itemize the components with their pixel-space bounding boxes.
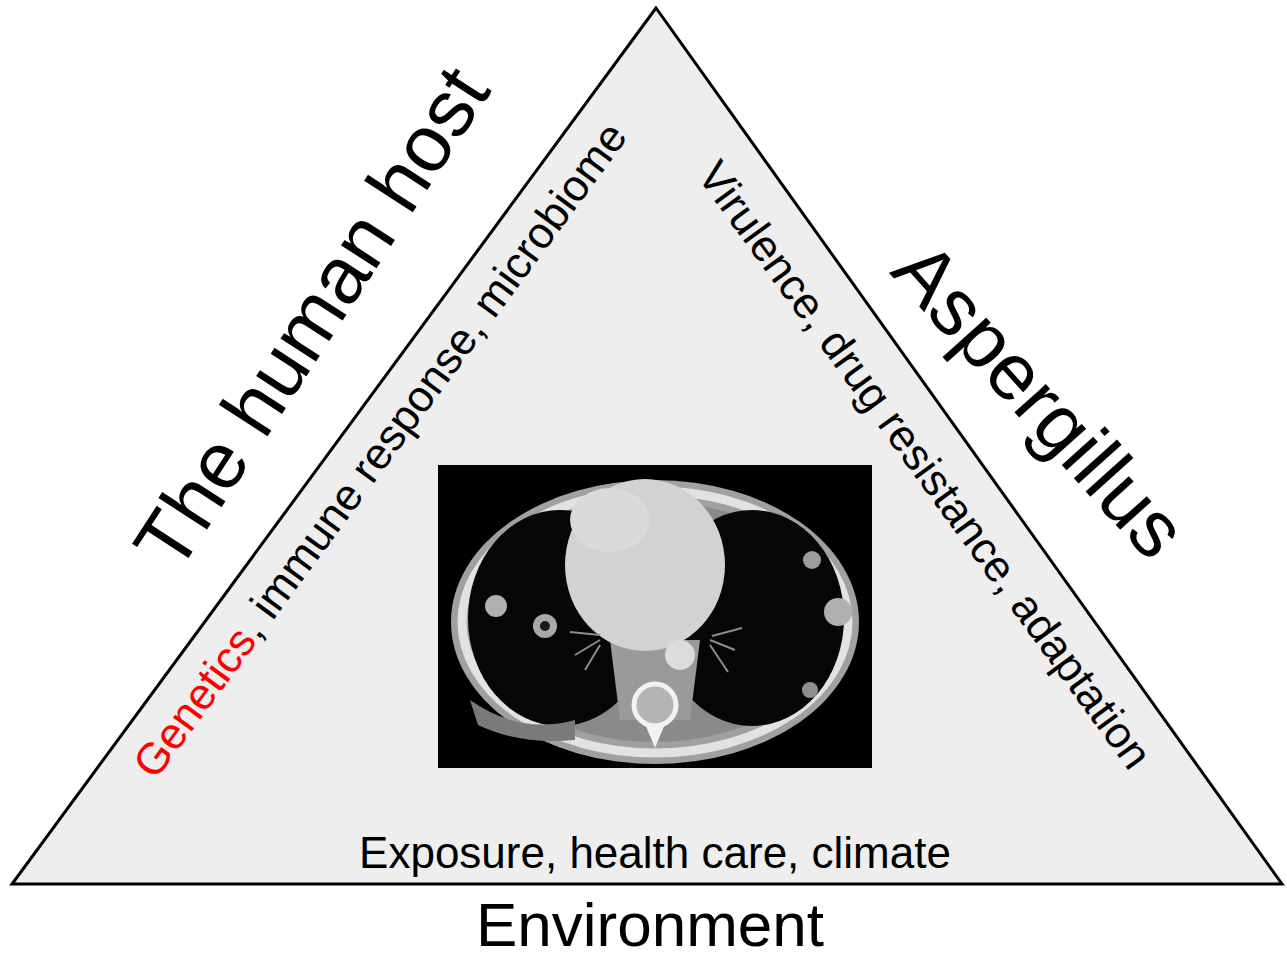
rotated-label: Environment bbox=[476, 894, 824, 956]
triangle bbox=[12, 8, 1282, 884]
side-title: Environment bbox=[476, 890, 824, 959]
side-subtitle: Exposure, health care, climate bbox=[359, 828, 951, 877]
ct-scan bbox=[438, 465, 872, 768]
rotated-label: Exposure, health care, climate bbox=[359, 831, 951, 875]
